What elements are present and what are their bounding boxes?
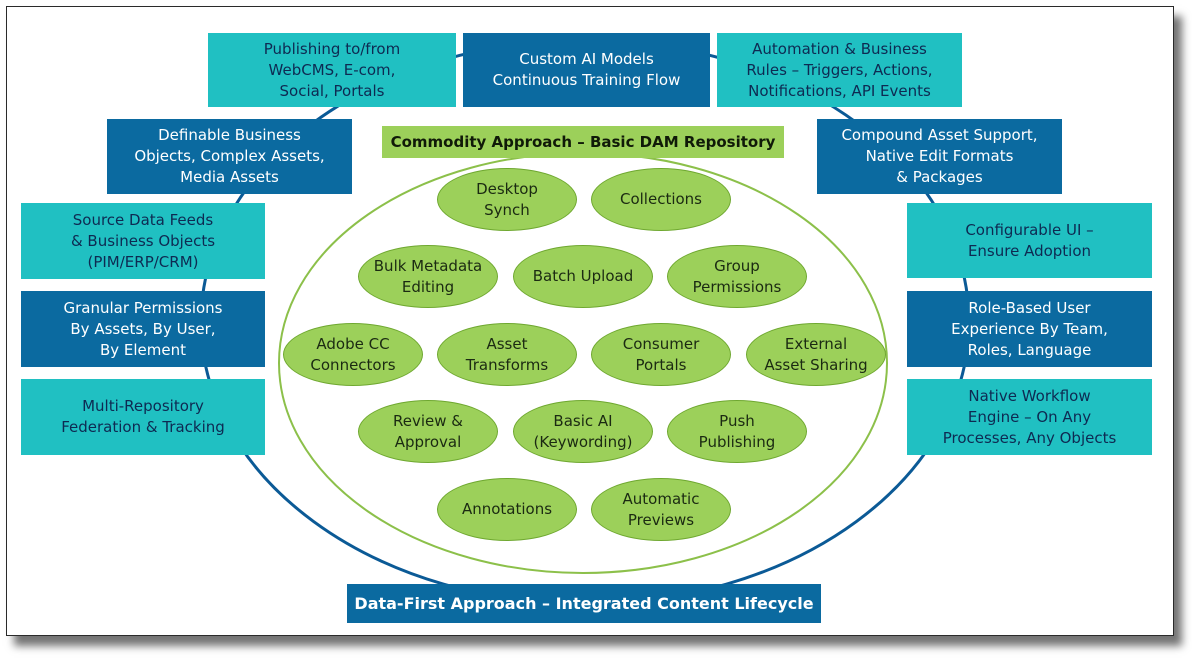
custom-ai-box: Custom AI Models Continuous Training Flo… (463, 33, 710, 107)
feature-push-publishing: Push Publishing (667, 400, 807, 463)
feature-review-approval: Review & Approval (358, 400, 498, 463)
publishing-box: Publishing to/from WebCMS, E-com, Social… (208, 33, 456, 107)
compound-asset-box: Compound Asset Support, Native Edit Form… (817, 119, 1062, 194)
feature-asset-transforms: Asset Transforms (437, 323, 577, 386)
feature-collections: Collections (591, 168, 731, 231)
feature-group-permissions: Group Permissions (667, 245, 807, 308)
native-workflow-box: Native Workflow Engine – On Any Processe… (907, 379, 1152, 455)
feature-annotations: Annotations (437, 478, 577, 541)
feature-batch-upload: Batch Upload (513, 245, 653, 308)
datafirst-title: Data-First Approach – Integrated Content… (347, 584, 821, 623)
automation-box: Automation & Business Rules – Triggers, … (717, 33, 962, 107)
feature-consumer-portals: Consumer Portals (591, 323, 731, 386)
feature-automatic-previews: Automatic Previews (591, 478, 731, 541)
business-objects-box: Definable Business Objects, Complex Asse… (107, 119, 352, 194)
feature-external-sharing: External Asset Sharing (746, 323, 886, 386)
granular-permissions-box: Granular Permissions By Assets, By User,… (21, 291, 265, 367)
feature-basic-ai: Basic AI (Keywording) (513, 400, 653, 463)
feature-desktop-synch: Desktop Synch (437, 168, 577, 231)
configurable-ui-box: Configurable UI – Ensure Adoption (907, 203, 1152, 278)
role-based-box: Role-Based User Experience By Team, Role… (907, 291, 1152, 367)
source-feeds-box: Source Data Feeds & Business Objects (PI… (21, 203, 265, 279)
multi-repository-box: Multi-Repository Federation & Tracking (21, 379, 265, 455)
commodity-title: Commodity Approach – Basic DAM Repositor… (382, 126, 784, 158)
feature-bulk-metadata: Bulk Metadata Editing (358, 245, 498, 308)
feature-adobe-cc: Adobe CC Connectors (283, 323, 423, 386)
